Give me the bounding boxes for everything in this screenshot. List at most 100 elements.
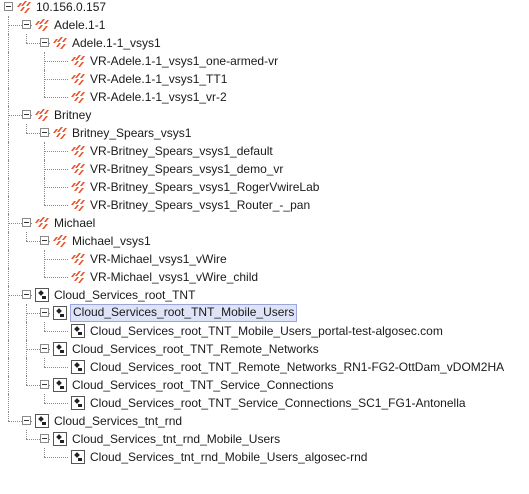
tree-guide-line bbox=[8, 250, 9, 268]
tree-guide-line bbox=[8, 304, 9, 322]
tree-node-row[interactable]: Britney bbox=[0, 106, 529, 124]
tree-node-row[interactable]: Britney_Spears_vsys1 bbox=[0, 124, 529, 142]
tree-guide-line bbox=[26, 358, 27, 376]
tree-node-row[interactable]: VR-Adele.1-1_vsys1_one-armed-vr bbox=[0, 52, 529, 70]
tree-connector-line bbox=[44, 169, 68, 170]
tree-node-label[interactable]: Cloud_Services_root_TNT_Service_Connecti… bbox=[90, 396, 466, 410]
firewall-icon bbox=[70, 198, 86, 212]
collapse-toggle-icon[interactable] bbox=[40, 434, 49, 443]
collapse-toggle-icon[interactable] bbox=[4, 2, 13, 11]
tree-connector-line bbox=[26, 241, 50, 242]
tree-connector-line bbox=[26, 313, 50, 314]
tree-node-row[interactable]: VR-Adele.1-1_vsys1_TT1 bbox=[0, 70, 529, 88]
tree-guide-line bbox=[8, 34, 9, 52]
tree-node-label[interactable]: VR-Britney_Spears_vsys1_Router_-_pan bbox=[90, 198, 311, 212]
tree-node-label[interactable]: VR-Britney_Spears_vsys1_RogerVwireLab bbox=[90, 180, 320, 194]
tree-guide-line bbox=[8, 358, 9, 376]
tree-node-label[interactable]: Cloud_Services_tnt_rnd bbox=[54, 414, 183, 428]
tree-node-row[interactable]: Cloud_Services_tnt_rnd_Mobile_Users bbox=[0, 430, 529, 448]
tree-node-row[interactable]: Cloud_Services_root_TNT_Service_Connecti… bbox=[0, 394, 529, 412]
collapse-toggle-icon[interactable] bbox=[40, 308, 49, 317]
tree-connector-line bbox=[44, 259, 68, 260]
collapse-toggle-icon[interactable] bbox=[22, 290, 31, 299]
tree-node-row[interactable]: Cloud_Services_root_TNT_Mobile_Users_por… bbox=[0, 322, 529, 340]
collapse-toggle-icon[interactable] bbox=[40, 380, 49, 389]
tree-guide-line bbox=[8, 142, 9, 160]
tree-node-label[interactable]: Cloud_Services_root_TNT bbox=[54, 288, 196, 302]
firewall-icon bbox=[34, 108, 50, 122]
tree-node-label[interactable]: Adele.1-1_vsys1 bbox=[72, 36, 161, 50]
tree-guide-line bbox=[44, 358, 45, 367]
tree-guide-line bbox=[8, 322, 9, 340]
cloud-services-icon bbox=[53, 306, 67, 320]
collapse-toggle-icon[interactable] bbox=[40, 38, 49, 47]
tree-node-label[interactable]: Cloud_Services_tnt_rnd_Mobile_Users_algo… bbox=[90, 450, 368, 464]
collapse-toggle-icon[interactable] bbox=[22, 416, 31, 425]
tree-node-row[interactable]: VR-Britney_Spears_vsys1_demo_vr bbox=[0, 160, 529, 178]
tree-node-label[interactable]: Michael bbox=[54, 216, 96, 230]
tree-node-row[interactable]: Cloud_Services_root_TNT_Service_Connecti… bbox=[0, 376, 529, 394]
tree-node-label[interactable]: Cloud_Services_root_TNT_Service_Connecti… bbox=[72, 378, 334, 392]
tree-connector-line bbox=[44, 331, 68, 332]
collapse-toggle-icon[interactable] bbox=[22, 110, 31, 119]
tree-guide-line bbox=[44, 88, 45, 97]
collapse-toggle-icon[interactable] bbox=[40, 236, 49, 245]
tree-node-row[interactable]: VR-Britney_Spears_vsys1_default bbox=[0, 142, 529, 160]
tree-node-label[interactable]: Cloud_Services_root_TNT_Remote_Networks_… bbox=[90, 360, 505, 374]
tree-node-label[interactable]: VR-Adele.1-1_vsys1_vr-2 bbox=[90, 90, 227, 104]
tree-guide-line bbox=[26, 232, 27, 241]
firewall-icon bbox=[70, 270, 86, 284]
tree-connector-line bbox=[44, 97, 68, 98]
tree-node-row[interactable]: Cloud_Services_root_TNT_Remote_Networks_… bbox=[0, 358, 529, 376]
tree-node-row[interactable]: Michael bbox=[0, 214, 529, 232]
tree-connector-line bbox=[44, 277, 68, 278]
tree-node-label[interactable]: VR-Michael_vsys1_vWire_child bbox=[90, 270, 259, 284]
tree-node-label[interactable]: VR-Adele.1-1_vsys1_one-armed-vr bbox=[90, 54, 279, 68]
tree-node-label[interactable]: Michael_vsys1 bbox=[72, 234, 151, 248]
tree-node-label[interactable]: 10.156.0.157 bbox=[36, 0, 107, 14]
tree-connector-line bbox=[8, 421, 32, 422]
tree-node-row[interactable]: VR-Michael_vsys1_vWire bbox=[0, 250, 529, 268]
tree-node-label[interactable]: Britney_Spears_vsys1 bbox=[72, 126, 192, 140]
collapse-toggle-icon[interactable] bbox=[22, 218, 31, 227]
tree-node-label[interactable]: VR-Adele.1-1_vsys1_TT1 bbox=[90, 72, 228, 86]
cloud-services-icon bbox=[53, 378, 67, 392]
tree-guide-line bbox=[26, 124, 27, 133]
tree-connector-line bbox=[44, 61, 68, 62]
tree-node-label[interactable]: VR-Michael_vsys1_vWire bbox=[90, 252, 227, 266]
tree-node-label[interactable]: Cloud_Services_root_TNT_Mobile_Users_por… bbox=[90, 324, 443, 338]
tree-node-row[interactable]: VR-Britney_Spears_vsys1_Router_-_pan bbox=[0, 196, 529, 214]
tree-node-label[interactable]: Cloud_Services_root_TNT_Remote_Networks bbox=[72, 342, 319, 356]
tree-node-label[interactable]: VR-Britney_Spears_vsys1_default bbox=[90, 144, 273, 158]
tree-node-row[interactable]: Cloud_Services_root_TNT_Mobile_Users bbox=[0, 304, 529, 322]
tree-guide-line bbox=[8, 160, 9, 178]
tree-node-row[interactable]: Adele.1-1 bbox=[0, 16, 529, 34]
collapse-toggle-icon[interactable] bbox=[40, 128, 49, 137]
tree-node-label[interactable]: Britney bbox=[54, 108, 92, 122]
firewall-icon bbox=[70, 90, 86, 104]
tree-node-row[interactable]: VR-Britney_Spears_vsys1_RogerVwireLab bbox=[0, 178, 529, 196]
tree-node-row[interactable]: Cloud_Services_root_TNT bbox=[0, 286, 529, 304]
tree-connector-line bbox=[44, 403, 68, 404]
tree-guide-line bbox=[8, 340, 9, 358]
tree-node-label[interactable]: Cloud_Services_root_TNT_Mobile_Users bbox=[70, 304, 298, 322]
tree-connector-line bbox=[44, 187, 68, 188]
tree-node-row[interactable]: Adele.1-1_vsys1 bbox=[0, 34, 529, 52]
tree-node-row[interactable]: Cloud_Services_tnt_rnd bbox=[0, 412, 529, 430]
tree-guide-line bbox=[44, 394, 45, 403]
tree-node-label[interactable]: Cloud_Services_tnt_rnd_Mobile_Users bbox=[72, 432, 281, 446]
tree-node-row[interactable]: Michael_vsys1 bbox=[0, 232, 529, 250]
tree-node-label[interactable]: VR-Britney_Spears_vsys1_demo_vr bbox=[90, 162, 284, 176]
tree-node-row[interactable]: 10.156.0.157 bbox=[0, 0, 529, 16]
firewall-icon bbox=[34, 18, 50, 32]
cloud-services-icon bbox=[71, 450, 85, 464]
tree-node-row[interactable]: Cloud_Services_root_TNT_Remote_Networks bbox=[0, 340, 529, 358]
tree-node-row[interactable]: VR-Michael_vsys1_vWire_child bbox=[0, 268, 529, 286]
cloud-services-icon bbox=[53, 432, 67, 446]
collapse-toggle-icon[interactable] bbox=[40, 344, 49, 353]
tree-node-row[interactable]: VR-Adele.1-1_vsys1_vr-2 bbox=[0, 88, 529, 106]
tree-node-label[interactable]: Adele.1-1 bbox=[54, 18, 106, 32]
tree-guide-line bbox=[8, 124, 9, 142]
collapse-toggle-icon[interactable] bbox=[22, 20, 31, 29]
tree-node-row[interactable]: Cloud_Services_tnt_rnd_Mobile_Users_algo… bbox=[0, 448, 529, 466]
